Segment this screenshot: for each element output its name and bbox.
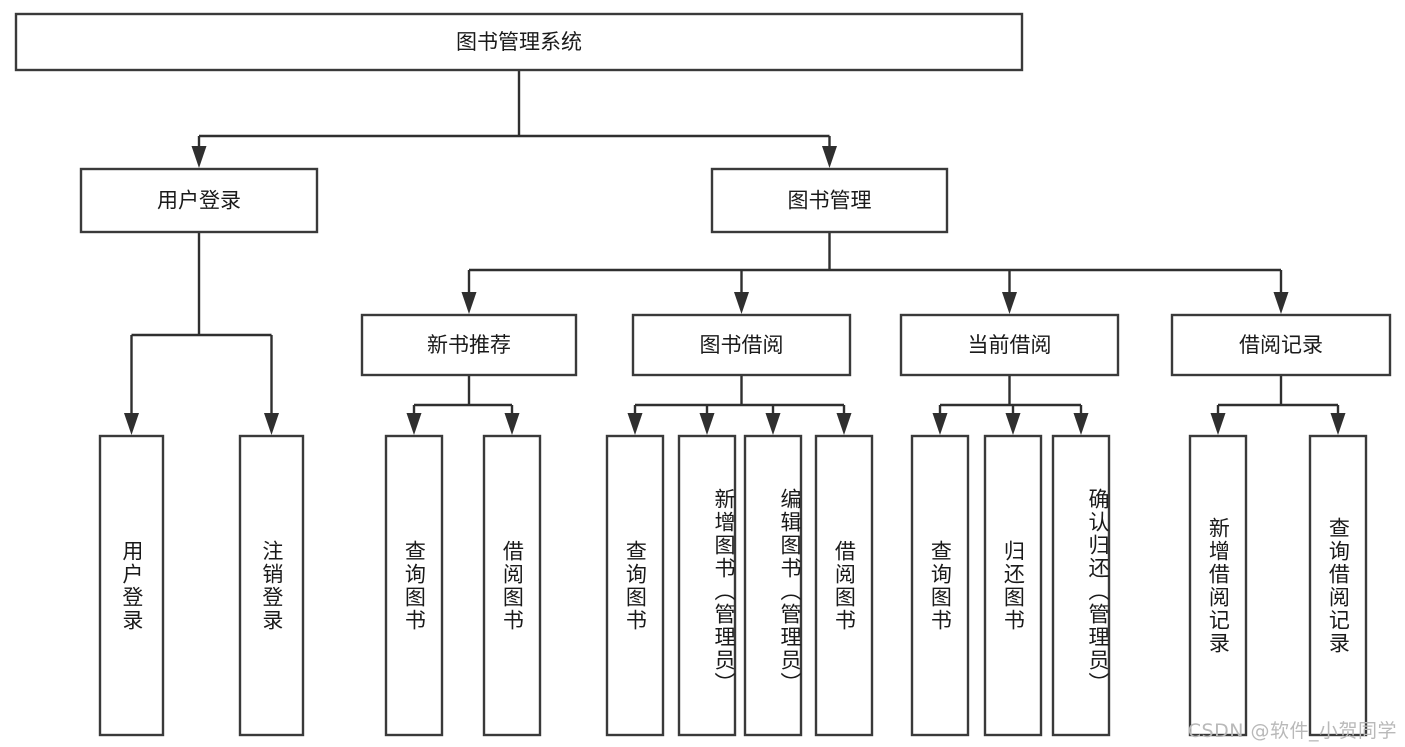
node-root[interactable]: 图书管理系统 xyxy=(14,12,1024,72)
node-level3-2-box xyxy=(631,313,852,377)
node-level3-1-label: 新书推荐 xyxy=(427,333,511,357)
node-level3-1[interactable]: 新书推荐 xyxy=(360,313,578,377)
node-level3-3-box xyxy=(899,313,1120,377)
node-leaf-7-box xyxy=(743,434,803,737)
node-level3-2-label: 图书借阅 xyxy=(700,333,784,357)
node-level3-2[interactable]: 图书借阅 xyxy=(631,313,852,377)
node-leaf-3[interactable] xyxy=(384,434,444,737)
arrow-head-icon-leaf xyxy=(627,413,643,435)
arrow-head-icon-level3-3 xyxy=(1273,292,1289,314)
node-leaf-2[interactable] xyxy=(238,434,305,737)
arrow-head-icon-level3-1 xyxy=(734,292,749,314)
node-leaf-6-box xyxy=(677,434,737,737)
node-leaf-12-box xyxy=(1188,434,1248,737)
node-leaf-12[interactable] xyxy=(1188,434,1248,737)
node-leaf-13-box xyxy=(1308,434,1368,737)
node-leaf-9[interactable] xyxy=(910,434,970,737)
node-root-label: 图书管理系统 xyxy=(456,30,582,54)
arrow-head-icon-level3-0 xyxy=(461,292,477,314)
node-leaf-13[interactable] xyxy=(1308,434,1368,737)
node-leaf-5[interactable] xyxy=(605,434,665,737)
node-leaf-8[interactable] xyxy=(814,434,874,737)
node-level3-4-label: 借阅记录 xyxy=(1239,333,1323,357)
node-leaf-4[interactable] xyxy=(482,434,542,737)
node-level3-4[interactable]: 借阅记录 xyxy=(1170,313,1392,377)
arrow-head-icon-leaf xyxy=(1210,413,1226,435)
node-leaf-10-box xyxy=(983,434,1043,737)
node-level3-1-box xyxy=(360,313,578,377)
arrow-head-icon-leaf xyxy=(264,413,279,435)
node-leaf-11-box xyxy=(1051,434,1111,737)
node-leaf-2-box xyxy=(238,434,305,737)
arrow-head-icon-leaf xyxy=(124,413,139,435)
arrow-head-icon-leaf xyxy=(699,413,715,435)
arrow-head-icon-leaf xyxy=(406,413,422,435)
arrow-head-icon-level3-2 xyxy=(1002,292,1017,314)
node-root-box xyxy=(14,12,1024,72)
arrow-head-icon-leaf xyxy=(504,413,520,435)
arrow-head-icon-leaf xyxy=(1073,413,1089,435)
node-level2-1-label: 用户登录 xyxy=(157,189,241,213)
arrow-head-icon-level2-0 xyxy=(191,146,207,168)
node-level2-1-box xyxy=(79,167,319,234)
node-level2-2-box xyxy=(710,167,949,234)
node-leaf-11[interactable] xyxy=(1051,434,1111,737)
arrow-head-icon-leaf xyxy=(932,413,948,435)
arrow-head-icon-leaf xyxy=(836,413,852,435)
connectors-layer xyxy=(124,70,1346,435)
node-leaf-7[interactable] xyxy=(743,434,803,737)
node-leaf-8-box xyxy=(814,434,874,737)
node-level3-4-box xyxy=(1170,313,1392,377)
node-leaf-1[interactable] xyxy=(98,434,165,737)
arrow-head-icon-level2-1 xyxy=(822,146,837,168)
node-leaf-1-box xyxy=(98,434,165,737)
arrow-head-icon-leaf xyxy=(1005,413,1021,435)
node-leaf-4-box xyxy=(482,434,542,737)
node-leaf-6[interactable] xyxy=(677,434,737,737)
arrow-head-icon-leaf xyxy=(1330,413,1346,435)
node-leaf-10[interactable] xyxy=(983,434,1043,737)
node-level2-1[interactable]: 用户登录 xyxy=(79,167,319,234)
arrow-head-icon-leaf xyxy=(765,413,781,435)
node-level3-3[interactable]: 当前借阅 xyxy=(899,313,1120,377)
node-level2-2[interactable]: 图书管理 xyxy=(710,167,949,234)
node-level3-3-label: 当前借阅 xyxy=(968,333,1052,357)
csdn-watermark: CSDN @软件_小贺同学 xyxy=(1187,720,1397,742)
node-leaf-5-box xyxy=(605,434,665,737)
node-leaf-3-box xyxy=(384,434,444,737)
node-leaf-9-box xyxy=(910,434,970,737)
node-level2-2-label: 图书管理 xyxy=(788,189,872,213)
